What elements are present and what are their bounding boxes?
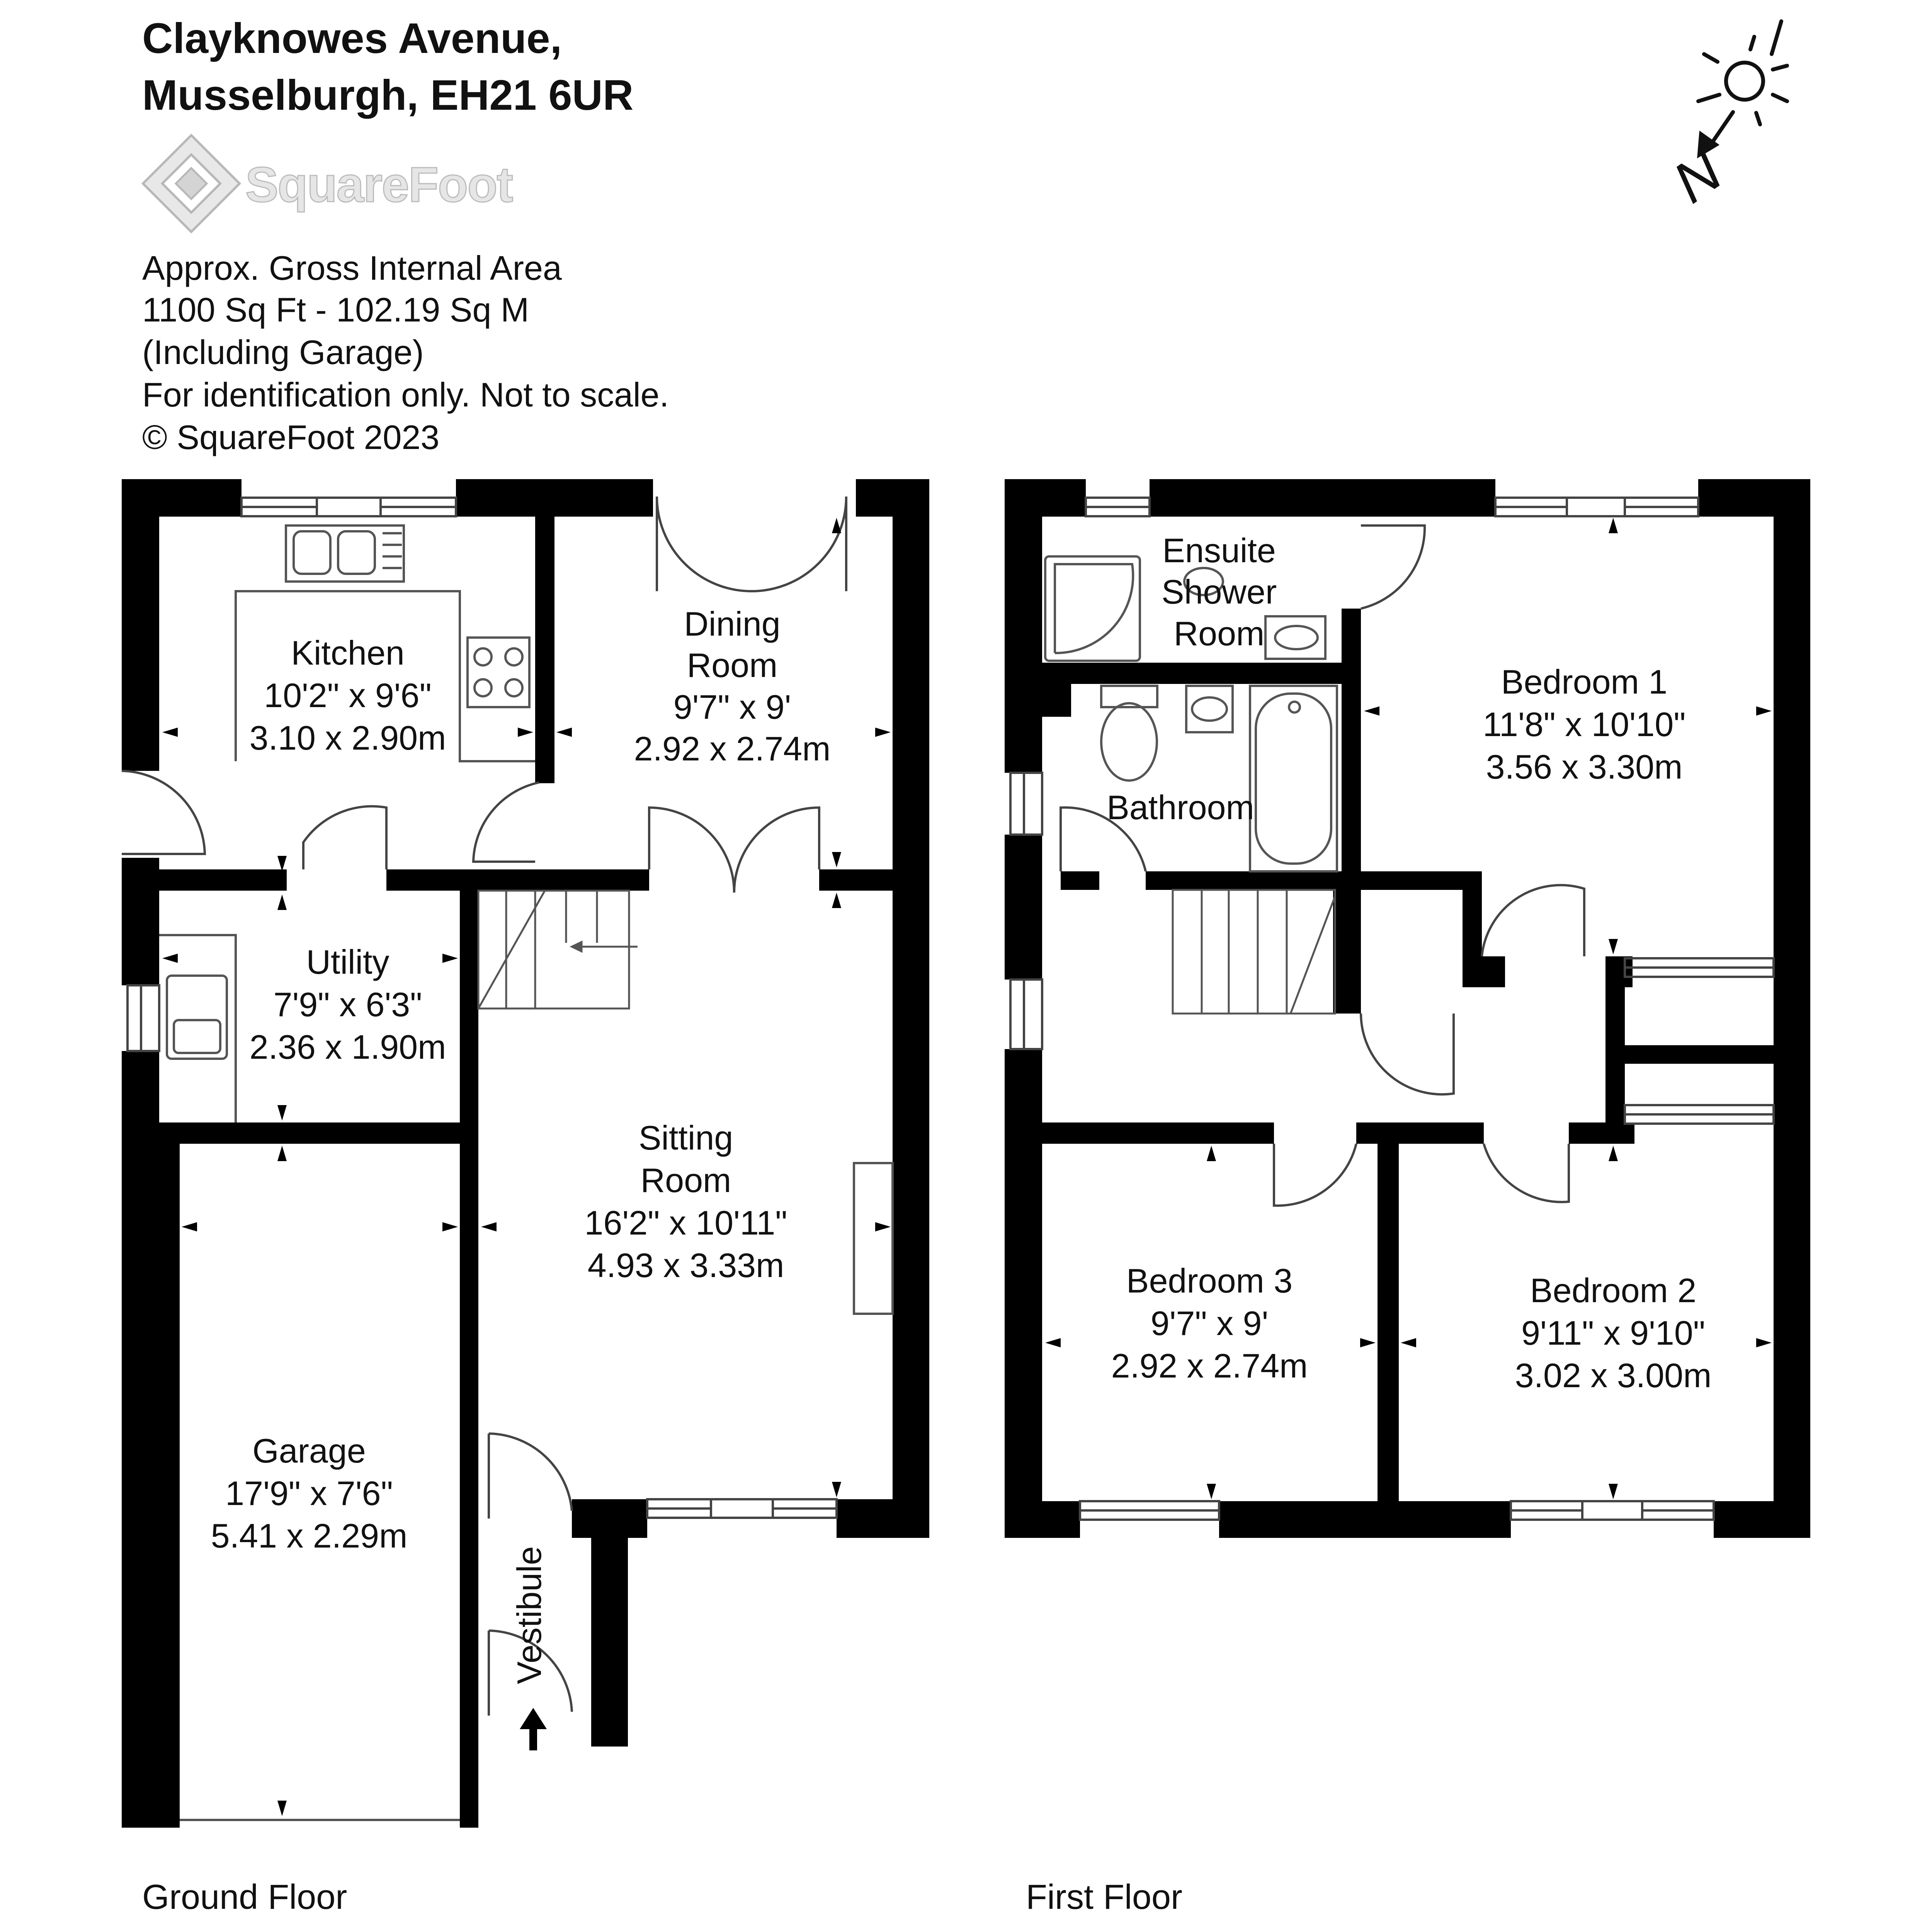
bedroom3-imperial: 9'7" x 9' (1151, 1304, 1269, 1342)
squarefoot-logo-icon (141, 133, 242, 234)
kitchen-name: Kitchen (291, 634, 405, 672)
bedroom1-imperial: 11'8" x 10'10" (1483, 705, 1685, 743)
ground-floor-doors (121, 496, 847, 1716)
area-note: (Including Garage) (142, 333, 424, 371)
utility-metric: 2.36 x 1.90m (250, 1028, 446, 1066)
ground-floor-label: Ground Floor (142, 1878, 347, 1917)
dining-name-2: Room (687, 646, 778, 684)
vestibule-name: Vestibule (510, 1546, 548, 1684)
utility-name: Utility (306, 943, 389, 981)
bedroom3-metric: 2.92 x 2.74m (1111, 1347, 1308, 1385)
bathroom-fixtures (1044, 555, 1338, 872)
address-line-2: Musselburgh, EH21 6UR (142, 71, 634, 119)
bedroom2-metric: 3.02 x 3.00m (1515, 1356, 1712, 1395)
first-floor-windows (1009, 497, 1715, 1521)
sitting-metric: 4.93 x 3.33m (588, 1246, 784, 1284)
ground-floor-windows (126, 497, 838, 1519)
bedroom1-name: Bedroom 1 (1501, 663, 1667, 701)
bedroom3-name: Bedroom 3 (1126, 1262, 1293, 1300)
ground-floor-labels: Kitchen 10'2" x 9'6" 3.10 x 2.90m Dining… (211, 605, 831, 1684)
dining-metric: 2.92 x 2.74m (634, 730, 831, 768)
first-floor-stairs (1172, 889, 1336, 1015)
first-floor-labels: Ensuite Shower Room Bathroom Bedroom 1 1… (1107, 531, 1711, 1395)
ensuite-name-3: Room (1174, 614, 1265, 653)
dining-imperial: 9'7" x 9' (673, 688, 791, 726)
brand-logo: SquareFoot (141, 133, 520, 236)
ground-floor-walls (122, 479, 929, 1828)
garage-metric: 5.41 x 2.29m (211, 1517, 408, 1555)
garage-imperial: 17'9" x 7'6" (225, 1474, 393, 1512)
sitting-name-1: Sitting (639, 1119, 733, 1157)
first-floor-dimension-markers (1045, 518, 1772, 1499)
area-title: Approx. Gross Internal Area (142, 249, 562, 287)
bedroom2-name: Bedroom 2 (1530, 1271, 1696, 1310)
dimension-markers (162, 518, 891, 1816)
copyright: © SquareFoot 2023 (142, 418, 440, 456)
area-value: 1100 Sq Ft - 102.19 Sq M (142, 291, 529, 329)
bedroom1-metric: 3.56 x 3.30m (1486, 748, 1683, 786)
sitting-imperial: 16'2" x 10'11" (584, 1204, 787, 1242)
ground-floor-stairs (477, 889, 638, 1010)
ensuite-name-1: Ensuite (1162, 531, 1276, 570)
entrance-arrow-icon (520, 1708, 547, 1750)
ensuite-name-2: Shower (1162, 573, 1277, 611)
dining-name-1: Dining (684, 605, 780, 643)
first-floor-doors (1060, 524, 1775, 1207)
bedroom2-imperial: 9'11" x 9'10" (1521, 1314, 1705, 1352)
first-floor-walls (1005, 479, 1810, 1538)
utility-imperial: 7'9" x 6'3" (274, 985, 422, 1024)
disclaimer: For identification only. Not to scale. (142, 376, 669, 414)
kitchen-metric: 3.10 x 2.90m (250, 719, 446, 757)
first-floor-label: First Floor (1026, 1878, 1182, 1917)
kitchen-imperial: 10'2" x 9'6" (264, 676, 432, 714)
sitting-name-2: Room (641, 1161, 731, 1199)
fireplace (853, 1162, 894, 1315)
kitchen-fixtures (159, 524, 535, 1122)
compass-icon (1696, 19, 1789, 158)
north-label: N (1662, 138, 1733, 215)
brand-name: SquareFoot (245, 157, 514, 213)
address-line-1: Clayknowes Avenue, (142, 15, 562, 62)
bathroom-name: Bathroom (1107, 788, 1254, 827)
garage-name: Garage (252, 1432, 366, 1470)
